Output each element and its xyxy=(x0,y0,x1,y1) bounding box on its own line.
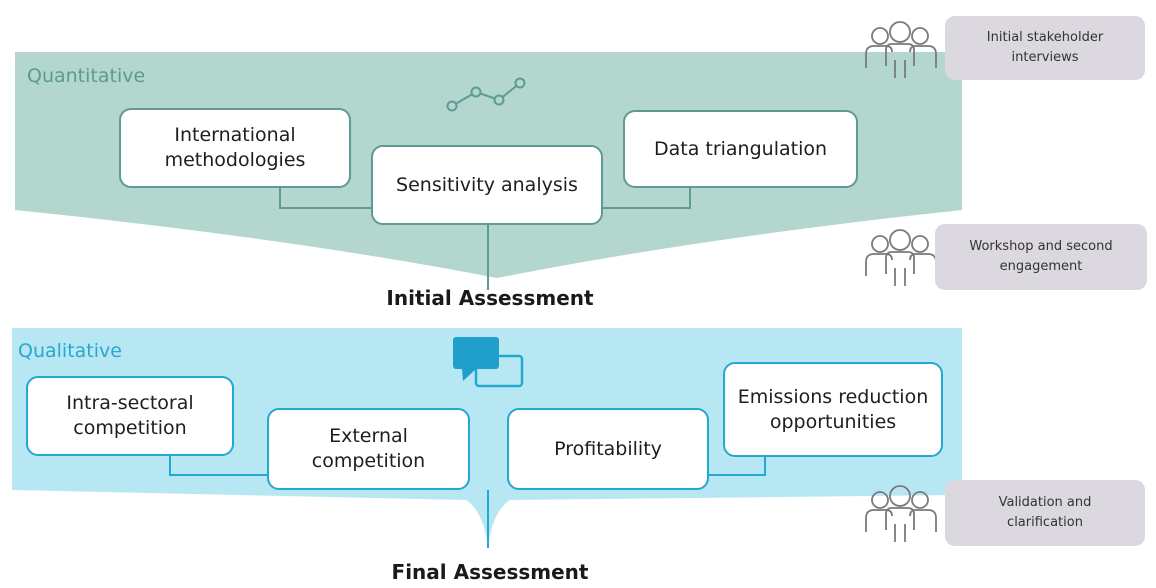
people-group-icon xyxy=(865,485,937,542)
sensitivity-analysis-box: Sensitivity analysis xyxy=(371,145,603,225)
profitability-box: Profitability xyxy=(507,408,709,490)
quantitative-connector-left xyxy=(279,180,372,209)
final-assessment-title: Final Assessment xyxy=(391,560,589,584)
intra-sectoral-competition-box: Intra-sectoral competition xyxy=(26,376,234,456)
data-nodes-icon xyxy=(446,77,526,112)
international-methodologies-box: International methodologies xyxy=(119,108,351,188)
qualitative-label: Qualitative xyxy=(18,340,122,362)
workshop-second-engagement-note: Workshop and second engagement xyxy=(935,224,1147,290)
initial-assessment-title: Initial Assessment xyxy=(386,286,594,310)
qualitative-connector-right xyxy=(708,456,766,476)
quantitative-connector-right xyxy=(600,186,691,209)
chat-bubbles-icon xyxy=(453,337,524,388)
data-triangulation-box: Data triangulation xyxy=(623,110,858,188)
quantitative-label: Quantitative xyxy=(27,65,146,87)
initial-stakeholder-interviews-note: Initial stakeholder interviews xyxy=(945,16,1145,80)
emissions-reduction-opportunities-box: Emissions reduction opportunities xyxy=(723,362,943,457)
people-group-icon xyxy=(865,229,937,286)
external-competition-box: External competition xyxy=(267,408,470,490)
validation-clarification-note: Validation and clarification xyxy=(945,480,1145,546)
people-group-icon xyxy=(865,21,937,78)
qualitative-connector-left xyxy=(169,456,268,476)
